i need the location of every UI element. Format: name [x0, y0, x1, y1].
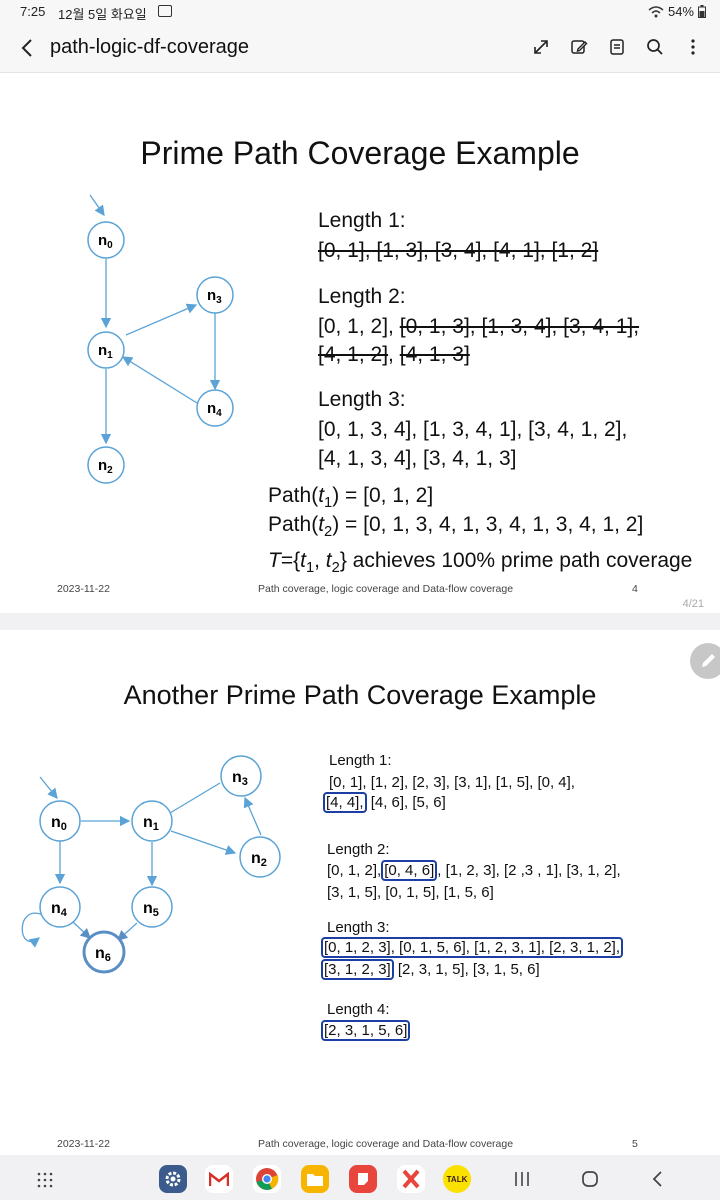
- chrome-app-icon[interactable]: [253, 1165, 281, 1193]
- graph-node-n3: [196, 276, 234, 314]
- graph-node-n1: [131, 800, 173, 842]
- control-flow-graph: n0 n3 n1 n4 n2: [87, 194, 234, 484]
- length2-struck-paths: [0, 1, 3], [1, 3, 4], [3, 4, 1],: [399, 315, 640, 338]
- home-icon[interactable]: [580, 1169, 600, 1189]
- wifi-icon: [648, 5, 664, 17]
- length1-paths: [0, 1], [1, 3], [3, 4], [4, 1], [1, 2]: [318, 239, 599, 262]
- svg-text:n6: n6: [95, 945, 111, 964]
- length3-line1: [0, 1, 2, 3], [0, 1, 5, 6], [1, 2, 3, 1]…: [321, 937, 624, 958]
- length1-line2: [4, 4], [4, 6], [5, 6]: [323, 792, 446, 813]
- length4-line1: [2, 3, 1, 5, 6]: [321, 1020, 411, 1041]
- highlighted-path: [2, 3, 1, 5, 6]: [321, 1020, 411, 1041]
- length3-line2: [4, 1, 3, 4], [3, 4, 1, 3]: [318, 447, 517, 470]
- length1-line1: [0, 1], [1, 2], [2, 3], [3, 1], [1, 5], …: [329, 774, 575, 791]
- expand-icon[interactable]: [528, 34, 554, 60]
- svg-text:n5: n5: [143, 900, 159, 919]
- app-x-icon[interactable]: [397, 1165, 425, 1193]
- footer-date: 2023-11-22: [57, 1138, 110, 1150]
- svg-text:n3: n3: [232, 769, 248, 788]
- node-label-n2: n2: [98, 457, 113, 476]
- document-title: path-logic-df-coverage: [50, 36, 249, 58]
- highlighted-path: [0, 1, 2, 3], [0, 1, 5, 6], [1, 2, 3, 1]…: [321, 937, 624, 958]
- length3-line1: [0, 1, 3, 4], [1, 3, 4, 1], [3, 4, 1, 2]…: [318, 418, 628, 441]
- status-bar: 7:25 12월 5일 화요일 54%: [0, 0, 720, 24]
- settings-app-icon[interactable]: [159, 1165, 187, 1193]
- battery-icon: [698, 5, 706, 18]
- length3-label: Length 3:: [327, 919, 390, 936]
- graph-node-n3: [220, 755, 262, 797]
- gmail-app-icon[interactable]: [205, 1165, 233, 1193]
- length2-label: Length 2:: [327, 841, 390, 858]
- app-bar: path-logic-df-coverage: [0, 24, 720, 73]
- system-nav-bar: TALK: [0, 1157, 720, 1200]
- nav-back-icon[interactable]: [650, 1169, 666, 1189]
- node-label-n1: n1: [98, 342, 113, 361]
- gallery-notification-icon: [158, 5, 172, 17]
- length2-line1: [0, 1, 2],[0, 4, 6], [1, 2, 3], [2 ,3 , …: [327, 860, 621, 881]
- highlighted-path: [3, 1, 2, 3]: [321, 959, 394, 980]
- battery-percent: 54%: [667, 4, 694, 19]
- graph-node-n0: [39, 800, 81, 842]
- length2-kept-path: [0, 1, 2],: [318, 315, 394, 338]
- footer-title: Path coverage, logic coverage and Data-f…: [258, 583, 514, 595]
- app-drawer-icon[interactable]: [36, 1171, 54, 1189]
- status-time: 7:25: [20, 4, 46, 19]
- svg-text:n2: n2: [251, 850, 267, 869]
- test-path-2: Path(t2) = [0, 1, 3, 4, 1, 3, 4, 1, 3, 4…: [268, 513, 644, 541]
- kakaotalk-app-icon[interactable]: TALK: [443, 1165, 471, 1193]
- graph-node-n5: [131, 886, 173, 928]
- graph-node-n1: [87, 331, 125, 369]
- footer-title: Path coverage, logic coverage and Data-f…: [258, 1138, 514, 1150]
- back-arrow-icon[interactable]: [14, 34, 42, 62]
- slide-page-5: Another Prime Path Coverage Example n0 n…: [0, 630, 720, 1155]
- length2-separator: ,: [388, 343, 394, 366]
- search-icon[interactable]: [642, 34, 668, 60]
- status-date: 12월 5일 화요일: [58, 7, 147, 22]
- edit-fab-button[interactable]: [690, 643, 720, 679]
- length3-line2: [3, 1, 2, 3] [2, 3, 1, 5], [3, 1, 5, 6]: [321, 959, 540, 980]
- node-label-n0: n0: [98, 232, 113, 251]
- pencil-icon: [702, 654, 715, 667]
- read-mode-icon[interactable]: [604, 34, 630, 60]
- graph-node-n0: [87, 221, 125, 259]
- length3-label: Length 3:: [318, 388, 406, 411]
- highlighted-path: [0, 4, 6]: [381, 860, 438, 881]
- length1-label: Length 1:: [318, 209, 406, 232]
- my-files-app-icon[interactable]: [301, 1165, 329, 1193]
- length2-struck-path-b: [4, 1, 3]: [399, 343, 470, 366]
- footer-date: 2023-11-22: [57, 583, 110, 595]
- node-label-n3: n3: [207, 287, 222, 306]
- length2-struck-path-a: [4, 1, 2]: [318, 343, 389, 366]
- edit-pen-icon[interactable]: [566, 34, 592, 60]
- highlighted-path: [4, 4],: [323, 792, 367, 813]
- coverage-conclusion: T={t1, t2} achieves 100% prime path cove…: [268, 549, 693, 577]
- slide-title: Prime Path Coverage Example: [140, 135, 580, 171]
- graph-node-n6: [82, 930, 126, 974]
- recent-apps-icon[interactable]: [512, 1170, 532, 1188]
- more-options-icon[interactable]: [680, 34, 706, 60]
- svg-text:n0: n0: [51, 814, 67, 833]
- node-label-n4: n4: [207, 400, 222, 419]
- slide-title: Another Prime Path Coverage Example: [123, 680, 597, 710]
- svg-text:n1: n1: [143, 814, 159, 833]
- length2-line1: [0, 1, 2], [0, 1, 3], [1, 3, 4], [3, 4, …: [318, 315, 639, 339]
- graph-node-n2: [239, 836, 281, 878]
- graph-node-n4: [196, 389, 234, 427]
- length1-label: Length 1:: [329, 752, 392, 769]
- test-path-1: Path(t1) = [0, 1, 2]: [268, 484, 434, 512]
- control-flow-graph: n0 n1 n3 n2 n4 n5 n6: [21, 755, 281, 974]
- length4-label: Length 4:: [327, 1001, 390, 1018]
- slide-page-4: Prime Path Coverage Example n0 n3 n1 n4 …: [0, 73, 720, 613]
- graph-node-n2: [87, 446, 125, 484]
- svg-text:n4: n4: [51, 900, 68, 919]
- footer-page-number: 5: [632, 1138, 638, 1150]
- graph-node-n4: [39, 886, 81, 928]
- notes-app-icon[interactable]: [349, 1165, 377, 1193]
- length2-label: Length 2:: [318, 285, 406, 308]
- page-counter: 4/21: [682, 598, 704, 610]
- footer-page-number: 4: [632, 583, 638, 595]
- length2-line2: [4, 1, 2], [4, 1, 3]: [318, 343, 470, 367]
- length2-line2: [3, 1, 5], [0, 1, 5], [1, 5, 6]: [327, 884, 494, 901]
